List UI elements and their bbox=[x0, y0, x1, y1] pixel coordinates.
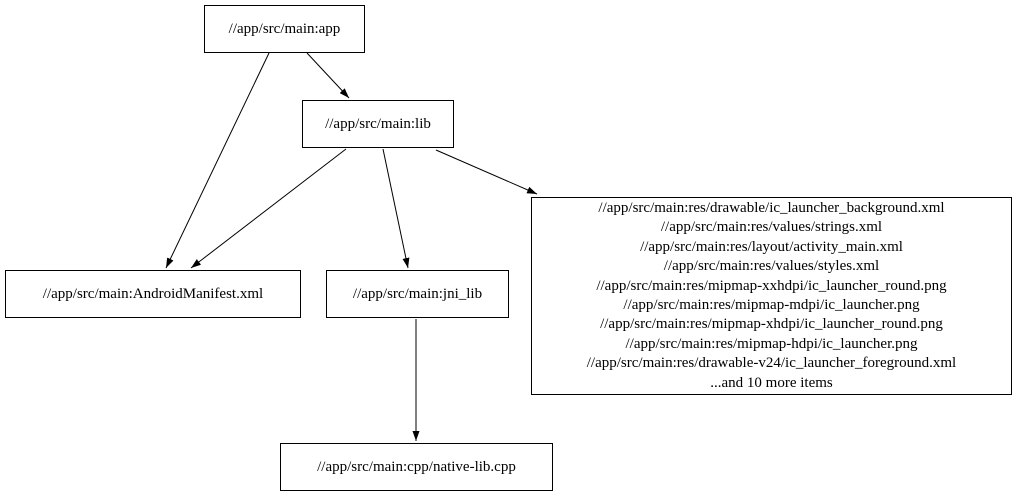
res-item: //app/src/main:res/drawable-v24/ic_launc… bbox=[586, 355, 957, 372]
res-more-items: ...and 10 more items bbox=[710, 374, 833, 391]
res-item: //app/src/main:res/drawable/ic_launcher_… bbox=[598, 199, 945, 216]
res-item: //app/src/main:res/mipmap-hdpi/ic_launch… bbox=[625, 335, 918, 352]
node-jni-lib: //app/src/main:jni_lib bbox=[326, 270, 509, 318]
node-res-group: //app/src/main:res/drawable/ic_launcher_… bbox=[531, 197, 1012, 395]
res-item: //app/src/main:res/mipmap-xhdpi/ic_launc… bbox=[600, 316, 943, 333]
res-item: //app/src/main:res/values/styles.xml bbox=[663, 258, 880, 275]
node-native-lib-cpp-label: //app/src/main:cpp/native-lib.cpp bbox=[317, 459, 516, 475]
edge-app-to-manifest bbox=[165, 52, 270, 269]
node-lib: //app/src/main:lib bbox=[302, 100, 454, 148]
node-android-manifest-label: //app/src/main:AndroidManifest.xml bbox=[42, 286, 264, 302]
node-app: //app/src/main:app bbox=[204, 5, 365, 53]
node-android-manifest: //app/src/main:AndroidManifest.xml bbox=[5, 270, 301, 318]
node-lib-label: //app/src/main:lib bbox=[325, 116, 431, 132]
res-item: //app/src/main:res/mipmap-mdpi/ic_launch… bbox=[623, 297, 920, 313]
edge-lib-to-jni-lib bbox=[382, 148, 410, 269]
res-item: //app/src/main:res/layout/activity_main.… bbox=[640, 238, 903, 255]
node-native-lib-cpp: //app/src/main:cpp/native-lib.cpp bbox=[280, 443, 553, 491]
node-app-label: //app/src/main:app bbox=[228, 21, 341, 37]
edge-app-to-lib bbox=[306, 52, 350, 99]
res-item: //app/src/main:res/values/strings.xml bbox=[660, 219, 883, 236]
node-jni-lib-label: //app/src/main:jni_lib bbox=[352, 286, 483, 302]
edge-lib-to-res-group bbox=[435, 149, 538, 195]
res-item: //app/src/main:res/mipmap-xxhdpi/ic_laun… bbox=[596, 277, 947, 294]
edge-lib-to-manifest bbox=[190, 148, 347, 269]
